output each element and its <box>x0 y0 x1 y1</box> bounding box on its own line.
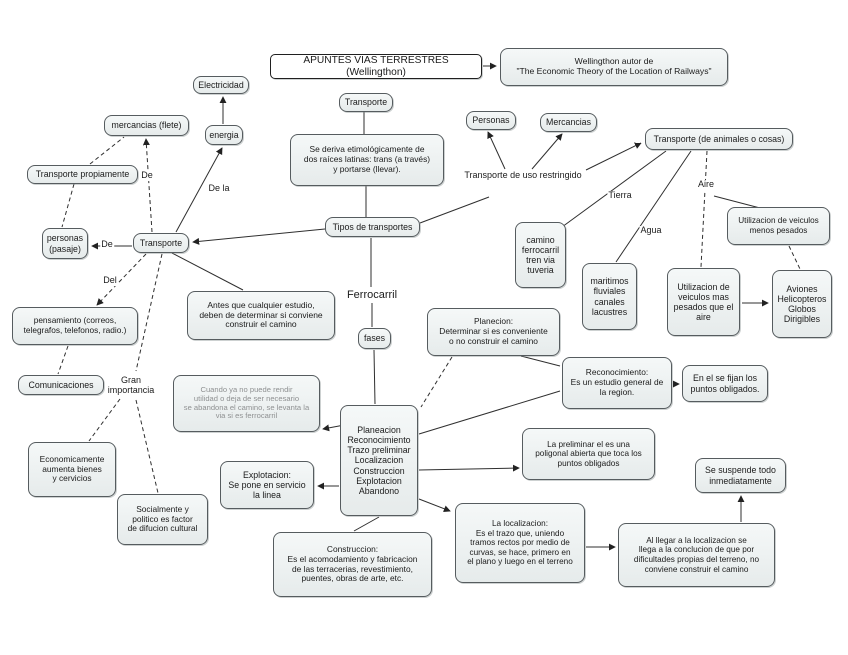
node-cuando-ya: Cuando ya no puede rendir utilidad o dej… <box>173 375 320 432</box>
node-personas-pasaje: personas (pasaje) <box>42 228 88 259</box>
node-localizacion: La localizacion: Es el trazo que, uniend… <box>455 503 585 583</box>
label-ferrocarril: Ferrocarril <box>345 288 399 302</box>
node-aviones: Aviones Helicopteros Globos Dirigibles <box>772 270 832 338</box>
edge-fases-faseslist <box>373 349 376 405</box>
node-transporte-center: Transporte <box>133 233 189 253</box>
edge-animales-tierra-camino <box>561 150 667 228</box>
edge-propiamente-flete <box>89 136 125 165</box>
label-de-flete: De <box>140 170 154 181</box>
node-economicamente: Economicamente aumenta bienes y cervicio… <box>28 442 116 497</box>
node-personas-top: Personas <box>466 111 516 130</box>
edge-uso-animales <box>585 142 642 171</box>
edge-aire-utilmenos <box>713 195 761 209</box>
node-util-menos: Utilizacion de veiculos menos pesados <box>727 207 830 245</box>
edge-planeaciondet-faseslist <box>420 356 453 408</box>
node-transporte-top: Transporte <box>339 93 393 112</box>
label-aire: Aire <box>696 179 716 190</box>
node-util-mas: Utilizacion de veiculos mas pesados que … <box>667 268 740 336</box>
edge-transporte-pensamiento <box>96 253 147 306</box>
node-title: APUNTES VIAS TERRESTRES (Wellingthon) <box>270 54 482 79</box>
node-energia: energia <box>205 125 243 145</box>
node-comunicaciones: Comunicaciones <box>18 375 104 395</box>
edge-gran-socialmente <box>135 399 159 494</box>
node-fases-list: Planeacion Reconocimiento Trazo prelimin… <box>340 405 418 516</box>
edge-uso-mercancias <box>531 133 563 170</box>
label-uso-restringido: Transporte de uso restringido <box>463 170 583 181</box>
edge-faseslist-localizacion <box>418 498 451 513</box>
edge-animales-agua-maritimos <box>615 150 692 263</box>
label-de-pasaje: De <box>100 239 114 250</box>
edge-transporte-gran <box>135 253 163 372</box>
node-se-suspende: Se suspende todo inmediatamente <box>695 458 786 493</box>
node-preliminar: La preliminar el es una poligonal abiert… <box>522 428 655 480</box>
node-maritimos: maritimos fluviales canales lacustres <box>582 263 637 330</box>
edge-transporte-flete <box>142 138 153 233</box>
edge-pensamiento-comunicaciones <box>57 345 69 375</box>
edge-planeaciondet-reconocimiento <box>520 355 561 367</box>
edge-propiamente-pasaje <box>61 183 75 228</box>
node-fases-box: fases <box>358 328 391 349</box>
edge-tipos-uso <box>419 196 490 224</box>
node-construccion: Construccion: Es el acomodamiento y fabr… <box>273 532 432 597</box>
edge-faseslist-preliminar <box>418 464 520 472</box>
edge-animales-aire-utilmas <box>700 150 708 268</box>
node-antes-estudio: Antes que cualquier estudio, deben de de… <box>187 291 335 340</box>
node-reconocimiento: Reconocimiento: Es un estudio general de… <box>562 357 672 409</box>
node-al-llegar: Al llegar a la localizacion se llega a l… <box>618 523 775 587</box>
node-explotacion: Explotacion: Se pone en servicio la line… <box>220 461 314 509</box>
edge-transporte-energia <box>175 147 223 233</box>
label-gran-importancia: Gran importancia <box>106 375 156 396</box>
edge-utilmenos-aviones <box>788 245 801 270</box>
node-planeacion-det: Planecion: Determinar si es conveniente … <box>427 308 560 356</box>
edge-tipos-transporte <box>192 228 326 245</box>
edge-faseslist-reconocimiento <box>418 390 561 435</box>
node-electricidad: Electricidad <box>193 76 249 94</box>
edge-uso-personas <box>487 131 506 170</box>
node-fijan: En el se fijan los puntos obligados. <box>682 365 768 402</box>
label-tierra: Tierra <box>607 190 633 201</box>
edge-gran-economicamente <box>88 398 121 442</box>
edge-faseslist-construccion <box>353 516 380 532</box>
node-transporte-animales: Transporte (de animales o cosas) <box>645 128 793 150</box>
label-agua: Agua <box>639 225 663 236</box>
node-transporte-propiamente: Transporte propiamente <box>27 165 138 184</box>
node-socialmente: Socialmente y politico es factor de difu… <box>117 494 208 545</box>
edge-transporte-antes <box>171 252 244 291</box>
label-del: Del <box>102 275 118 286</box>
node-author: Wellingthon autor de "The Economic Theor… <box>500 48 728 86</box>
node-pensamiento: pensamiento (correos, telegrafos, telefo… <box>12 307 138 345</box>
node-se-deriva: Se deriva etimológicamente de dos raíces… <box>290 134 444 186</box>
node-mercancias-top: Mercancias <box>540 113 597 132</box>
node-mercancias-flete: mercancias (flete) <box>104 115 189 136</box>
node-camino: camino ferrocarril tren via tuveria <box>515 222 566 288</box>
label-de-la: De la <box>207 183 231 194</box>
node-tipos-transportes: Tipos de transportes <box>325 217 420 237</box>
